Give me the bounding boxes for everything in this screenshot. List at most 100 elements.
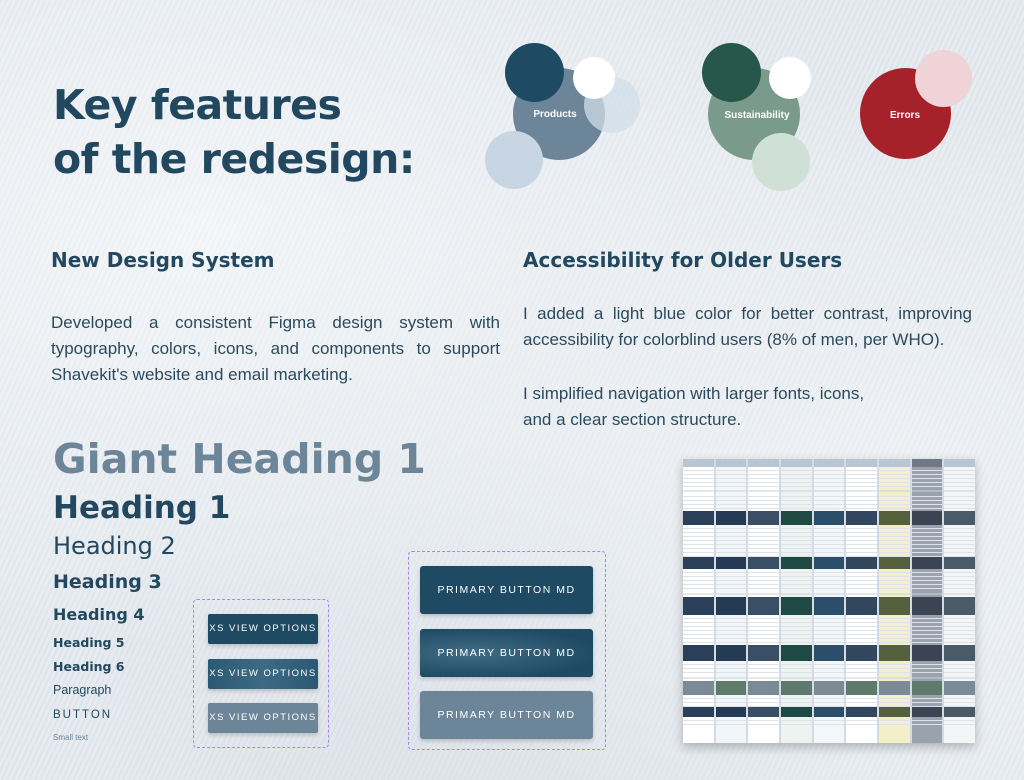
color-label-sustainability: Sustainability [724, 110, 790, 121]
color-group-errors: Errors [855, 45, 980, 165]
xs-view-options-button-hover[interactable]: XS VIEW OPTIONS [208, 659, 318, 689]
template-block [878, 537, 910, 557]
template-block [715, 717, 747, 727]
template-block [878, 489, 910, 493]
typography-heading-5: Heading 5 [53, 635, 125, 650]
template-block [846, 467, 877, 489]
template-block [911, 707, 943, 717]
template-block [683, 569, 714, 591]
template-block [813, 493, 845, 511]
template-block [748, 467, 779, 489]
template-block [813, 645, 845, 661]
template-block [748, 597, 779, 615]
template-block [748, 631, 779, 645]
template-block [715, 661, 747, 675]
template-block [715, 467, 747, 489]
template-block [780, 681, 812, 695]
accessibility-paragraph-2-line-1: I simplified navigation with larger font… [523, 384, 865, 403]
email-template-thumbnail [944, 459, 975, 743]
template-block [748, 681, 779, 695]
template-block [683, 467, 714, 489]
template-block [944, 675, 975, 681]
design-system-text: Developed a consistent Figma design syst… [51, 313, 500, 384]
template-block [878, 569, 910, 591]
template-block [878, 591, 910, 597]
template-block [944, 661, 975, 675]
typography-heading-6: Heading 6 [53, 659, 125, 674]
template-block [683, 695, 714, 707]
template-block [683, 661, 714, 675]
template-block [813, 661, 845, 675]
template-block [715, 591, 747, 597]
template-block [748, 569, 779, 591]
template-block [911, 569, 943, 591]
template-block [780, 493, 812, 511]
template-block [911, 493, 943, 511]
template-block [683, 511, 714, 525]
accessibility-paragraph-1: I added a light blue color for better co… [523, 304, 972, 349]
template-block [813, 569, 845, 591]
template-block [846, 717, 877, 727]
template-block [911, 537, 943, 557]
template-block [878, 695, 910, 707]
template-block [715, 675, 747, 681]
template-block [911, 681, 943, 695]
template-block [846, 525, 877, 537]
circle-error-light [915, 50, 972, 107]
template-block [944, 537, 975, 557]
template-block [715, 489, 747, 493]
template-block [813, 681, 845, 695]
xs-view-options-button-disabled[interactable]: XS VIEW OPTIONS [208, 703, 318, 733]
typography-heading-4: Heading 4 [53, 605, 145, 624]
template-block [911, 615, 943, 631]
template-block [813, 489, 845, 493]
primary-button-md-hover[interactable]: PRIMARY BUTTON MD [420, 629, 593, 677]
template-block [813, 557, 845, 569]
template-block [715, 511, 747, 525]
template-block [911, 695, 943, 707]
accessibility-paragraph-2: I simplified navigation with larger font… [523, 381, 972, 433]
template-block [715, 615, 747, 631]
template-block [813, 525, 845, 537]
template-block [780, 591, 812, 597]
template-block [878, 681, 910, 695]
template-block [911, 717, 943, 727]
template-block [878, 459, 910, 467]
template-block [944, 615, 975, 631]
template-block [911, 661, 943, 675]
template-block [878, 511, 910, 525]
accessibility-paragraph-2-line-2: and a clear section structure. [523, 410, 742, 429]
circle-green-light [752, 133, 810, 191]
email-template-thumbnail [748, 459, 779, 743]
title-line-2: of the redesign: [53, 135, 415, 183]
xs-view-options-button-default[interactable]: XS VIEW OPTIONS [208, 614, 318, 644]
primary-button-md-disabled[interactable]: PRIMARY BUTTON MD [420, 691, 593, 739]
template-block [715, 631, 747, 645]
template-block [683, 493, 714, 511]
template-block [715, 707, 747, 717]
template-block [846, 569, 877, 591]
typography-heading-1: Heading 1 [53, 490, 231, 526]
template-block [780, 615, 812, 631]
template-block [944, 645, 975, 661]
template-block [748, 675, 779, 681]
template-block [683, 681, 714, 695]
template-block [683, 557, 714, 569]
template-block [748, 537, 779, 557]
template-block [715, 645, 747, 661]
template-block [748, 525, 779, 537]
template-block [846, 707, 877, 717]
template-block [715, 493, 747, 511]
template-block [813, 717, 845, 727]
color-group-sustainability: Sustainability [690, 40, 820, 195]
template-block [846, 615, 877, 631]
template-block [944, 695, 975, 707]
template-block [911, 459, 943, 467]
template-block [944, 525, 975, 537]
email-template-thumbnail [683, 459, 714, 743]
template-block [878, 645, 910, 661]
primary-button-md-default[interactable]: PRIMARY BUTTON MD [420, 566, 593, 614]
template-block [683, 525, 714, 537]
template-block [780, 525, 812, 537]
template-block [683, 489, 714, 493]
